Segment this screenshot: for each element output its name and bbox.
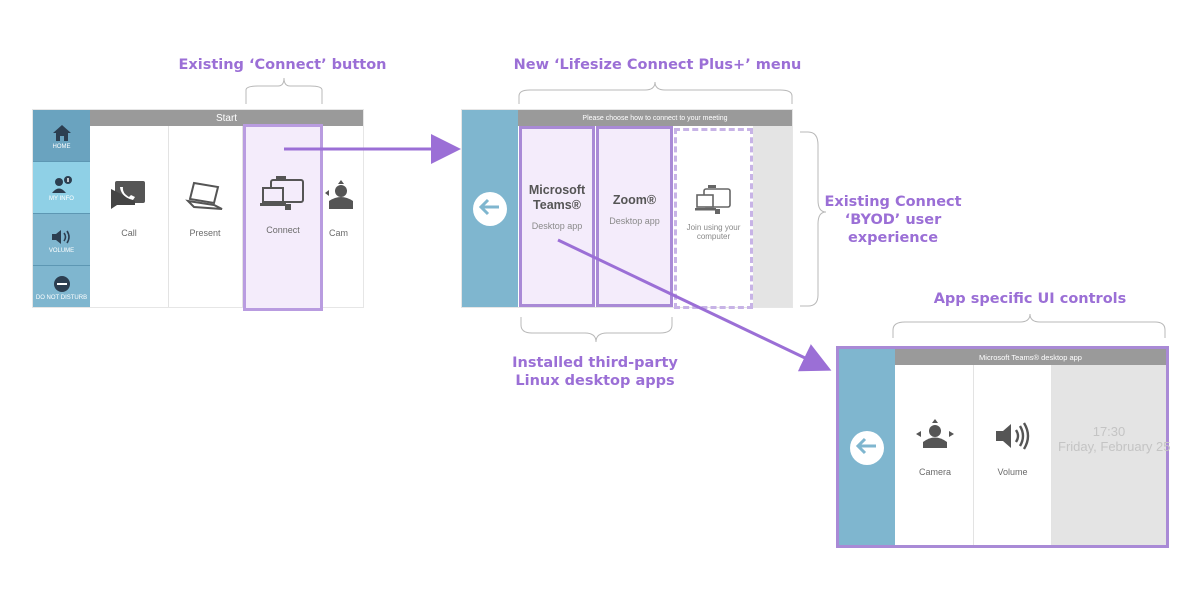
- nav-volume-label: VOLUME: [48, 247, 75, 254]
- home-icon: [51, 122, 73, 144]
- byod-callout: Existing Connect ‘BYOD’ user experience: [818, 193, 968, 247]
- byod-gray-panel: [753, 126, 792, 307]
- teams-app-tile[interactable]: Microsoft Teams® Desktop app: [519, 126, 595, 307]
- nav-dnd-label: DO NOT DISTURB: [35, 294, 88, 301]
- nav-my-info-label: MY INFO: [49, 195, 74, 202]
- tile-connect[interactable]: Connect: [243, 124, 323, 311]
- tile-present[interactable]: Present: [168, 126, 243, 307]
- connect-icon: [259, 175, 307, 213]
- start-screen: HOME MY INFO VOLUME DO NOT DISTURB Start…: [33, 110, 363, 311]
- zoom-name-line1: Zoom®: [612, 193, 657, 207]
- clock-panel: 17:30 Friday, February 25: [1052, 365, 1171, 545]
- control-camera-label: Camera: [918, 467, 951, 477]
- teams-controls-topbar: Microsoft Teams® desktop app: [895, 349, 1166, 365]
- byod-callout-line1: Existing Connect: [824, 194, 962, 210]
- arrow-left-icon: [478, 198, 500, 220]
- brace-app-specific: [892, 313, 1166, 338]
- brace-existing-connect: [245, 77, 323, 104]
- tile-connect-label: Connect: [266, 225, 300, 235]
- byod-callout-line2: ‘BYOD’ user: [844, 212, 942, 228]
- zoom-app-sub: Desktop app: [609, 216, 660, 226]
- camera-icon: [913, 417, 957, 455]
- brace-new-menu: [518, 81, 793, 104]
- new-menu-callout: New ‘Lifesize Connect Plus+’ menu: [513, 57, 802, 73]
- user-info-icon: [51, 174, 73, 196]
- tile-camera-label: Cam: [329, 228, 349, 238]
- control-volume[interactable]: Volume: [974, 365, 1052, 545]
- start-sidebar: HOME MY INFO VOLUME DO NOT DISTURB: [33, 110, 90, 307]
- nav-my-info[interactable]: MY INFO: [33, 162, 90, 214]
- byod-callout-line3: experience: [847, 230, 939, 246]
- connect-plus-screen: Please choose how to connect to your mee…: [462, 110, 792, 309]
- clock-date: Friday, February 25: [1058, 439, 1171, 454]
- tile-present-label: Present: [189, 228, 221, 238]
- speaker-icon: [993, 417, 1033, 455]
- teams-back-button[interactable]: [850, 431, 884, 465]
- connect-icon: [694, 183, 734, 219]
- installed-apps-callout: Installed third-party Linux desktop apps: [485, 354, 705, 390]
- laptop-icon: [184, 178, 226, 216]
- do-not-disturb-icon: [51, 273, 73, 295]
- clock-time: 17:30: [1092, 424, 1126, 439]
- start-topbar: Start: [90, 110, 363, 126]
- teams-name-line2: Teams®: [533, 198, 581, 212]
- arrow-left-icon: [855, 437, 877, 459]
- teams-app-name: Microsoft Teams®: [529, 183, 585, 213]
- camera-icon: [323, 178, 359, 216]
- teams-name-line1: Microsoft: [528, 183, 586, 197]
- connect-plus-topbar: Please choose how to connect to your mee…: [518, 110, 792, 126]
- join-computer-tile[interactable]: Join using your computer: [674, 128, 753, 309]
- arrow-teams-to-controls: [557, 238, 832, 372]
- teams-app-sub: Desktop app: [531, 221, 583, 231]
- tile-camera[interactable]: Cam: [323, 126, 363, 307]
- control-volume-label: Volume: [997, 467, 1028, 477]
- zoom-app-name: Zoom®: [613, 193, 656, 208]
- join-label-line1: Join using your: [686, 223, 741, 232]
- teams-controls-screen: Microsoft Teams® desktop app Camera Volu…: [836, 346, 1171, 548]
- join-label-line2: computer: [696, 232, 731, 241]
- join-label: Join using your computer: [687, 223, 741, 241]
- speaker-icon: [51, 226, 73, 248]
- app-specific-callout: App specific UI controls: [933, 291, 1127, 307]
- control-camera[interactable]: Camera: [897, 365, 974, 545]
- installed-apps-callout-line1: Installed third-party: [512, 355, 678, 371]
- nav-home[interactable]: HOME: [33, 110, 90, 162]
- brace-installed-apps: [520, 317, 673, 343]
- call-icon: [109, 178, 149, 216]
- nav-home-label: HOME: [52, 143, 71, 150]
- tile-call[interactable]: Call: [90, 126, 169, 307]
- brace-byod: [800, 131, 827, 307]
- installed-apps-callout-line2: Linux desktop apps: [515, 373, 675, 389]
- back-button[interactable]: [473, 192, 507, 226]
- existing-connect-callout: Existing ‘Connect’ button: [178, 57, 387, 73]
- tile-call-label: Call: [121, 228, 137, 238]
- nav-do-not-disturb[interactable]: DO NOT DISTURB: [33, 266, 90, 307]
- nav-volume[interactable]: VOLUME: [33, 214, 90, 266]
